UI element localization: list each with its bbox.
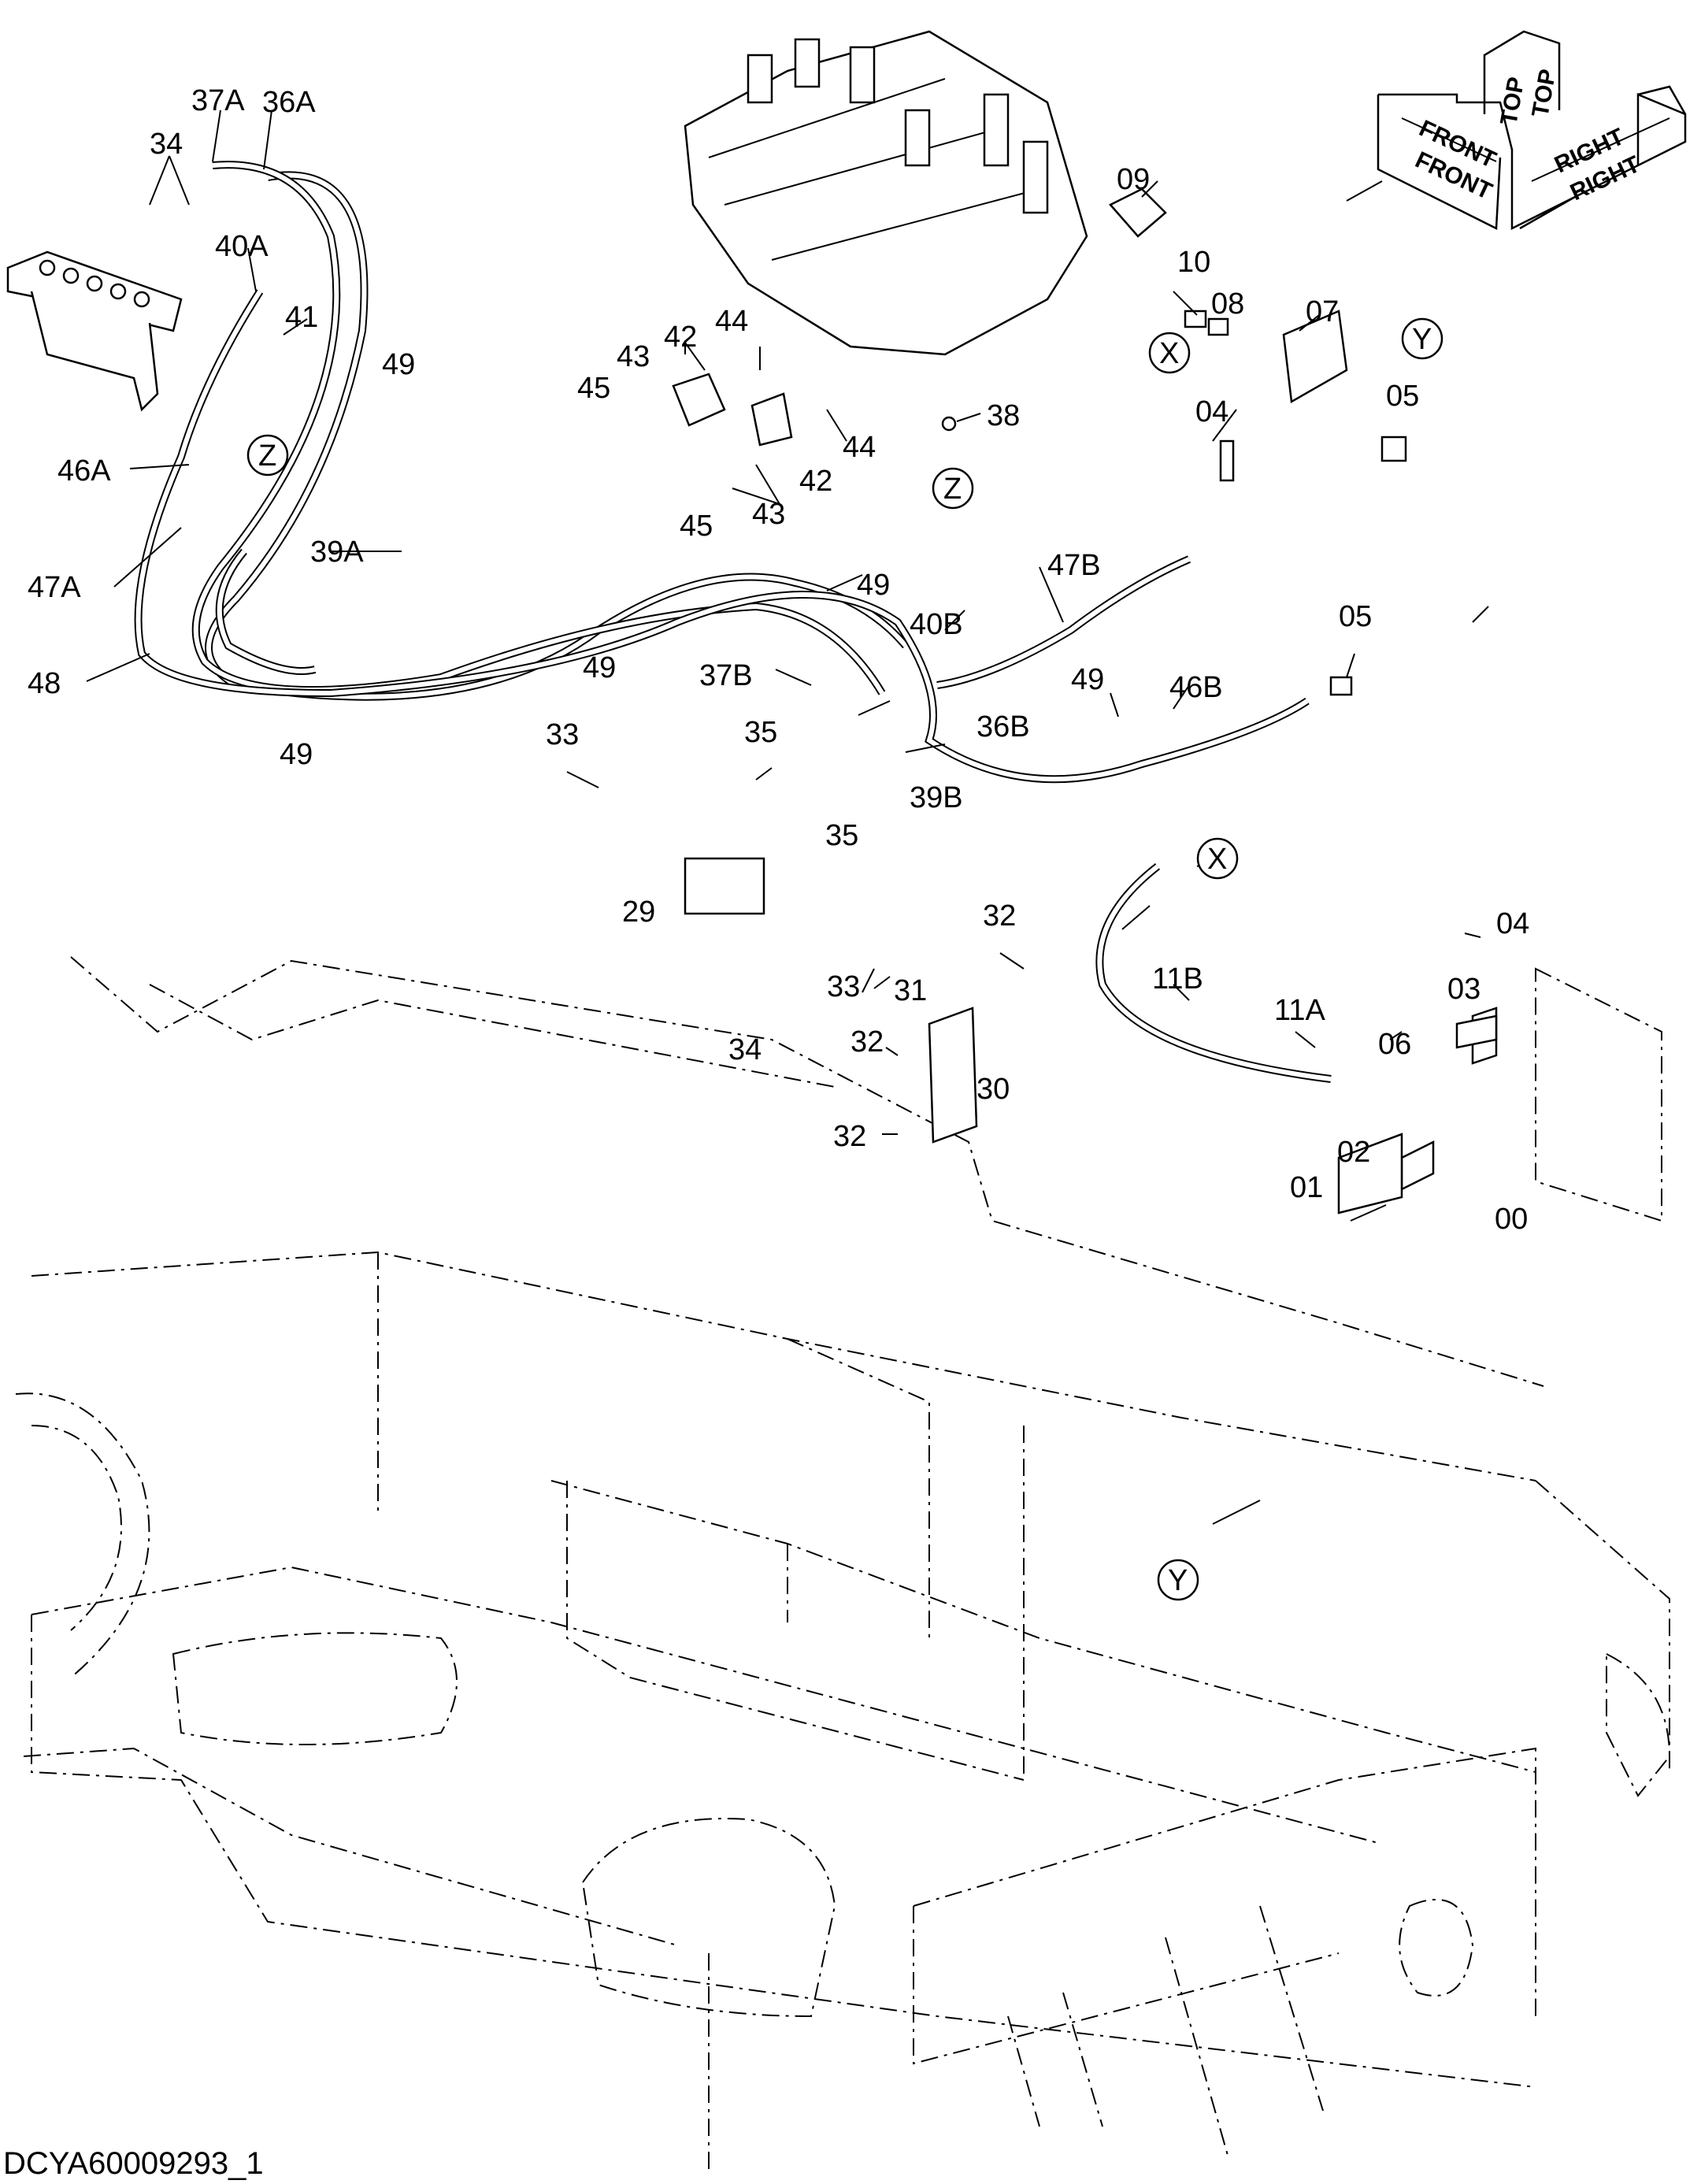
callout-36a: 36A bbox=[262, 86, 316, 119]
callout-39b: 39B bbox=[910, 781, 963, 814]
callout-37a: 37A bbox=[191, 84, 245, 117]
callout-45-lower: 45 bbox=[680, 510, 713, 543]
callout-10: 10 bbox=[1177, 246, 1210, 279]
callout-05-upper: 05 bbox=[1386, 380, 1419, 413]
axis-top-label-shadow: TOP bbox=[1527, 67, 1561, 119]
callout-36b: 36B bbox=[976, 710, 1030, 743]
callout-43-lower: 43 bbox=[752, 498, 785, 531]
callout-49-right-upper: 49 bbox=[857, 569, 890, 602]
callouts: 37A 36A 34 40A 41 49 46A 39A 47A 48 49 4… bbox=[28, 84, 1529, 1236]
marker-z-left: Z bbox=[258, 439, 276, 473]
callout-42-lower: 42 bbox=[799, 465, 832, 498]
callout-43-upper: 43 bbox=[617, 340, 650, 373]
callout-48: 48 bbox=[28, 667, 61, 700]
callout-08: 08 bbox=[1211, 287, 1244, 321]
callout-37b: 37B bbox=[699, 659, 753, 692]
callout-00: 00 bbox=[1495, 1203, 1528, 1236]
callout-32-middle: 32 bbox=[850, 1025, 884, 1059]
left-valve-block bbox=[6, 250, 183, 412]
callout-07: 07 bbox=[1306, 295, 1339, 328]
callout-31: 31 bbox=[894, 974, 927, 1007]
callout-35-lower: 35 bbox=[825, 819, 858, 852]
orientation-indicator: TOP TOP FRONT FRONT RIGHT RIGHT bbox=[1377, 30, 1687, 231]
fittings bbox=[672, 187, 1498, 1214]
control-valve bbox=[684, 30, 1088, 432]
connection-markers: Y X Z Z X Y bbox=[246, 317, 1443, 1601]
callout-38: 38 bbox=[987, 399, 1020, 432]
callout-06: 06 bbox=[1378, 1028, 1411, 1061]
callout-49-lower-left: 49 bbox=[280, 738, 313, 771]
callout-33-upper: 33 bbox=[546, 718, 579, 751]
callout-47a: 47A bbox=[28, 571, 81, 604]
marker-y-valve: Y bbox=[1412, 323, 1432, 356]
axis-top-label: TOP bbox=[1495, 75, 1529, 127]
callout-49-center: 49 bbox=[583, 651, 616, 684]
callout-01: 01 bbox=[1290, 1171, 1323, 1204]
callout-40a: 40A bbox=[215, 230, 269, 263]
callout-42-upper: 42 bbox=[664, 321, 697, 354]
callout-32-upper: 32 bbox=[983, 899, 1016, 933]
callout-35-upper: 35 bbox=[744, 716, 777, 749]
callout-32-lower: 32 bbox=[833, 1120, 866, 1153]
callout-05-right: 05 bbox=[1339, 600, 1372, 633]
callout-34-lower: 34 bbox=[728, 1033, 762, 1066]
callout-11b: 11B bbox=[1152, 962, 1203, 996]
marker-y-frame: Y bbox=[1168, 1564, 1188, 1597]
callout-30: 30 bbox=[976, 1073, 1010, 1106]
hose-bundle bbox=[134, 161, 1332, 1083]
callout-39a: 39A bbox=[310, 536, 364, 569]
callout-04-upper: 04 bbox=[1195, 395, 1228, 428]
callout-46a: 46A bbox=[57, 454, 111, 488]
callout-40b: 40B bbox=[910, 608, 963, 641]
callout-49-upper-left: 49 bbox=[382, 348, 415, 381]
callout-49-right: 49 bbox=[1071, 663, 1104, 696]
marker-z-valve: Z bbox=[943, 473, 962, 506]
callout-11a: 11A bbox=[1274, 994, 1325, 1027]
callout-04-lower: 04 bbox=[1496, 907, 1529, 940]
callout-03: 03 bbox=[1447, 973, 1480, 1006]
callout-44-upper: 44 bbox=[715, 305, 748, 338]
upper-frame bbox=[15, 956, 1671, 2174]
callout-02: 02 bbox=[1337, 1136, 1370, 1169]
callout-46b: 46B bbox=[1169, 671, 1223, 704]
marker-x-valve: X bbox=[1159, 337, 1179, 370]
drawing-code: DCYA60009293_1 bbox=[3, 2146, 264, 2181]
callout-34-upper: 34 bbox=[150, 128, 183, 161]
callout-41: 41 bbox=[285, 301, 318, 334]
callout-44-lower: 44 bbox=[843, 431, 876, 464]
callout-45-upper: 45 bbox=[577, 372, 610, 405]
marker-x-hose: X bbox=[1207, 843, 1227, 876]
callout-29: 29 bbox=[622, 895, 655, 929]
callout-47b: 47B bbox=[1047, 549, 1101, 582]
callout-09: 09 bbox=[1117, 163, 1150, 196]
callout-33-lower: 33 bbox=[827, 970, 860, 1003]
